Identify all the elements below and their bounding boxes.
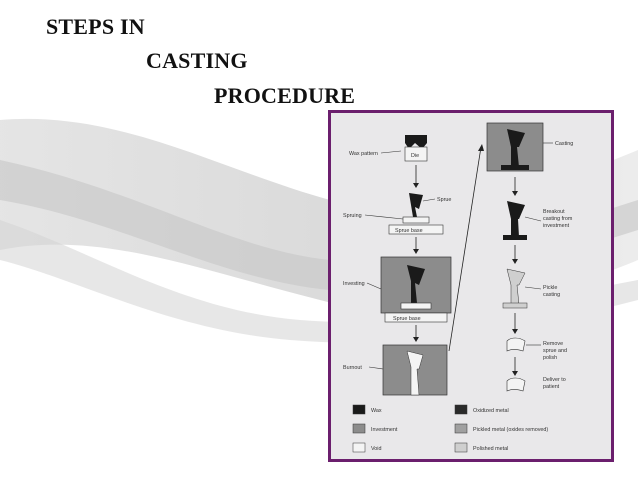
figure-diagram: Wax pattern Die Sprue Spruing Sprue base… [331, 113, 611, 459]
legend-label-investment: Investment [371, 427, 398, 433]
label-remove-2: sprue and [543, 348, 567, 354]
invested-wax-pattern [407, 265, 425, 303]
sprue-base-2 [384, 312, 448, 323]
label-breakout-2: casting from [543, 216, 573, 222]
legend-label-polished: Polished metal [473, 446, 508, 452]
label-burnout: Burnout [343, 365, 362, 371]
title-line-3: PROCEDURE [214, 83, 356, 108]
label-breakout-1: Breakout [543, 209, 565, 215]
label-sprue: Sprue [437, 197, 451, 203]
label-spruing: Spruing [343, 213, 362, 219]
label-pickle-1: Pickle [543, 285, 557, 291]
legend-swatch-polished [454, 442, 468, 453]
pickled-casting [506, 268, 526, 306]
label-breakout-3: investment [543, 223, 570, 229]
label-pickle-2: casting [543, 292, 560, 298]
legend-swatch-investment [352, 423, 366, 434]
burnout-void [406, 350, 424, 396]
delivered-crown [506, 377, 526, 392]
legend-label-oxidized: Oxidized metal [473, 408, 509, 414]
legend-label-pickled: Pickled metal (oxides removed) [473, 427, 548, 433]
title-line-2: CASTING [146, 48, 248, 73]
label-remove-1: Remove [543, 341, 563, 347]
die-block [404, 146, 428, 162]
legend-swatch-oxidized [454, 404, 468, 415]
legend-label-void: Void [371, 446, 382, 452]
connector-arrow [448, 146, 482, 352]
legend-swatch-void [352, 442, 366, 453]
label-deliver-2: patient [543, 384, 560, 390]
title-line-1: STEPS IN [46, 14, 145, 39]
label-deliver-1: Deliver to [543, 377, 566, 383]
breakout-casting [507, 201, 525, 237]
figure-paper [331, 113, 611, 459]
legend-label-wax: Wax [371, 408, 382, 414]
sprue-base-1 [388, 224, 444, 235]
wax-pattern-shape [405, 135, 427, 149]
cast-metal [507, 129, 525, 167]
legend: Wax Oxidized metal Investment Pickled me… [352, 404, 548, 453]
label-wax-pattern: Wax pattern [349, 151, 378, 157]
label-sprue-base-2: Sprue base [393, 316, 421, 322]
label-investing: Investing [343, 281, 365, 287]
sprued-wax-pattern [409, 193, 423, 217]
casting-procedure-figure: Wax pattern Die Sprue Spruing Sprue base… [328, 110, 614, 462]
label-remove-3: polish [543, 355, 557, 361]
label-sprue-base: Sprue base [395, 228, 423, 234]
legend-swatch-pickled [454, 423, 468, 434]
polished-crown [506, 337, 526, 352]
legend-swatch-wax [352, 404, 366, 415]
label-casting: Casting [555, 141, 573, 147]
label-die: Die [411, 153, 419, 159]
